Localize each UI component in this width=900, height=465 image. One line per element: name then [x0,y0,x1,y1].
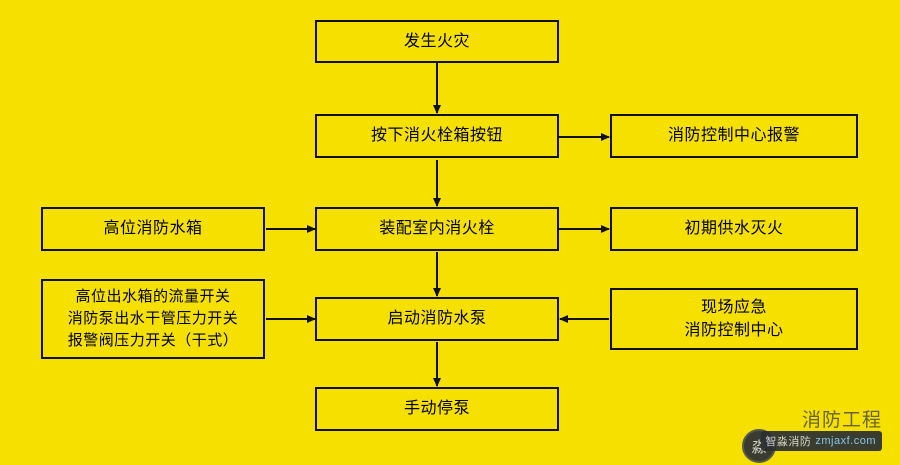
node-fire-line-0: 发生火灾 [403,32,470,50]
node-initial-line-0: 初期供水灭火 [684,220,784,238]
node-press-line-0: 按下消火栓箱按钮 [370,127,503,145]
watermark-sub-label: 智淼消防 [765,436,812,448]
node-start-fire-pump: 启动消防水泵 [315,297,559,341]
node-switch-signals: 高位出水箱的流量开关 消防泵出水干管压力开关 报警阀压力开关（干式） [41,279,265,359]
node-onsite-line-1: 消防控制中心 [684,322,784,339]
node-manual-stop-pump: 手动停泵 [315,387,559,431]
node-onsite-emergency: 现场应急 消防控制中心 [610,288,858,350]
node-control-center-alarm: 消防控制中心报警 [610,114,858,158]
watermark-badge: 智淼消防 zmjaxf.com [761,431,882,451]
node-initial-water-supply: 初期供水灭火 [610,207,858,251]
node-switches-line-0: 高位出水箱的流量开关 [75,288,231,306]
node-tank-line-0: 高位消防水箱 [103,220,203,238]
node-switches-line-1: 消防泵出水干管压力开关 [67,310,239,328]
node-fire: 发生火灾 [315,20,559,63]
node-stoppump-line-0: 手动停泵 [403,400,470,418]
watermark-brand: 消防工程 [801,410,882,431]
node-alarm-line-0: 消防控制中心报警 [667,127,800,145]
node-press-hydrant-button: 按下消火栓箱按钮 [315,114,559,158]
node-startpump-line-0: 启动消防水泵 [387,310,487,328]
node-switches-line-2: 报警阀压力开关（干式） [67,331,239,349]
node-indoor-line-0: 装配室内消火栓 [379,220,495,238]
node-onsite-line-0: 现场应急 [700,298,767,316]
node-indoor-hydrant: 装配室内消火栓 [315,207,559,251]
watermark-site: zmjaxf.com [815,435,876,447]
watermark: 消防工程 淼 智淼消防 zmjaxf.com [732,405,892,463]
node-high-level-fire-water-tank: 高位消防水箱 [41,207,265,251]
